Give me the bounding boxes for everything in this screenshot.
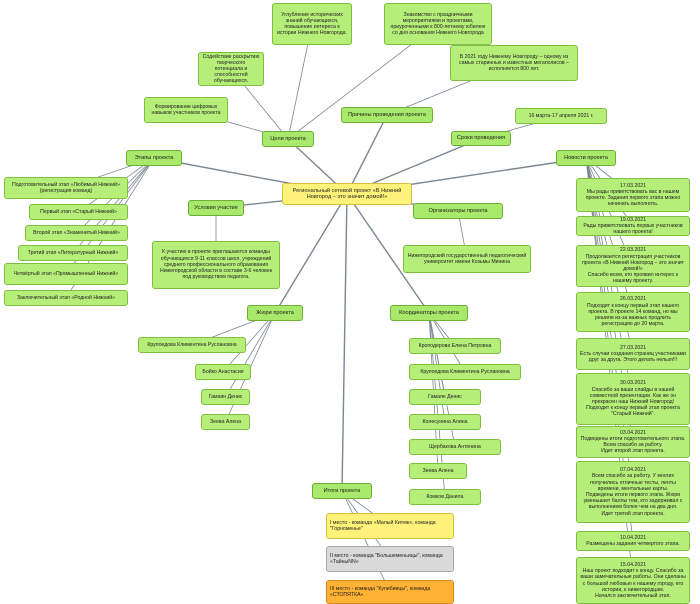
root-topic[interactable]: Региональный сетевой проект «В Нижний Но… — [282, 183, 412, 205]
branch-jury[interactable]: Жюри проекта — [247, 305, 303, 321]
coordinator-item[interactable]: Кроподерова Елена Петровна — [409, 338, 501, 354]
organizer-item[interactable]: Нижегородский государственный педагогиче… — [403, 245, 531, 273]
reason-item[interactable]: В 2021 году Нижнему Новгороду – одному и… — [450, 45, 578, 81]
goal-item[interactable]: Содействие раскрытию творческого потенци… — [198, 52, 264, 86]
stage-item[interactable]: Четвёртый этап «Промышленный Нижний» — [4, 263, 128, 285]
jury-member[interactable]: Бойко Анастасия — [195, 364, 251, 380]
jury-member[interactable]: Зеева Алена — [201, 414, 250, 430]
connector-root-coord — [346, 193, 430, 314]
coordinator-item[interactable]: Зеева Алена — [409, 463, 467, 479]
coordinator-item[interactable]: Комков Данила — [409, 489, 481, 505]
coordinator-item[interactable]: Колесунина Алина — [409, 414, 481, 430]
branch-coordinators[interactable]: Координаторы проекта — [390, 305, 468, 321]
connector-jury-j2 — [225, 312, 276, 398]
coordinator-item[interactable]: Гамаян Денис — [409, 389, 481, 405]
branch-results[interactable]: Итоги проекта — [312, 483, 372, 499]
branch-reasons[interactable]: Причины проведения проекта — [341, 107, 433, 123]
result-third-place[interactable]: III место - команда "Купибиицы", команда… — [326, 580, 454, 604]
coordinator-item[interactable]: Щербакова Антонина — [409, 439, 501, 455]
jury-member[interactable]: Гамаян Денис — [201, 389, 250, 405]
branch-news[interactable]: Новости проекта — [556, 150, 616, 166]
branch-conditions[interactable]: Условия участия — [188, 200, 244, 216]
connector-results-p2 — [341, 490, 391, 593]
branch-timing[interactable]: Сроки проведения — [451, 131, 511, 146]
branch-organizers[interactable]: Организаторы проекта — [413, 203, 503, 219]
goal-item[interactable]: Знакомство с праздничными мероприятиями … — [384, 3, 492, 45]
stage-item[interactable]: Заключительный этап «Родной Нижний» — [4, 290, 128, 306]
stage-item[interactable]: Третий этап «Литературный Нижний» — [18, 245, 128, 261]
stage-item[interactable]: Подготовительный этап «Любимый Нижний» (… — [4, 177, 128, 199]
result-first-place[interactable]: I место - команда «Малый Китеж», команда… — [326, 513, 454, 539]
timing-item[interactable]: 16 марта-17 апреля 2021 г. — [515, 108, 607, 124]
connector-root-jury — [274, 193, 348, 314]
result-second-place[interactable]: II место - команда "Большеменьицы", кома… — [326, 546, 454, 572]
jury-member[interactable]: Крупоедова Климентина Руслановна — [138, 337, 246, 353]
connector-root-reasons — [346, 114, 388, 195]
stage-item[interactable]: Второй этап «Знаменитый Нижний» — [25, 225, 128, 241]
branch-goals[interactable]: Цели проекта — [262, 131, 314, 147]
connector-jury-j1 — [222, 312, 276, 373]
connector-root-results — [341, 193, 348, 492]
branch-stages[interactable]: Этапы проекта — [126, 150, 182, 166]
goal-item[interactable]: Формирование цифровых навыков участников… — [144, 97, 228, 123]
goal-item[interactable]: Углубление исторических знаний обучающих… — [272, 3, 352, 45]
coordinator-item[interactable]: Крупоедова Климентина Руслановна — [409, 364, 521, 380]
condition-item[interactable]: К участию в проекте приглашаются команды… — [152, 241, 280, 289]
stage-item[interactable]: Первый этап «Старый Нижний» — [29, 204, 128, 220]
